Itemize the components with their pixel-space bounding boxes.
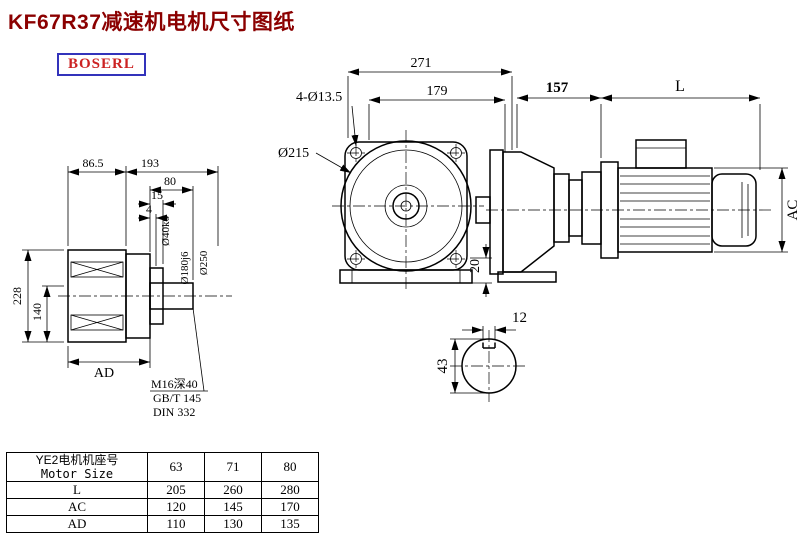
table-row-L: L 205 260 280 [6, 481, 319, 499]
table-cell: 205 [147, 481, 205, 499]
label-pilot-diameter: Ø215 [278, 146, 309, 161]
label-standard-gbt: GB/T 145 [153, 391, 201, 405]
row-label-L: L [6, 481, 148, 499]
table-header-row: YE2电机机座号 Motor Size 63 71 80 [6, 452, 319, 482]
motor-size-table: YE2电机机座号 Motor Size 63 71 80 L 205 260 2… [6, 452, 319, 533]
dim-86-5: 86.5 [83, 156, 104, 170]
dim-4: 4 [146, 202, 152, 216]
technical-drawing: 86.5 193 80 15 4 228 140 AD Ø40k6 Ø180j6… [10, 56, 800, 419]
dim-271: 271 [411, 56, 432, 71]
dim-80: 80 [164, 174, 176, 188]
table-cell: 170 [261, 498, 319, 516]
brand-logo: BOSERL [57, 53, 146, 76]
label-thread: M16深40 [151, 377, 198, 391]
front-view: 271 179 4-Ø13.5 Ø215 20 [278, 56, 513, 297]
dim-228: 228 [10, 287, 24, 305]
label-standard-din: DIN 332 [153, 405, 195, 419]
dim-20: 20 [468, 259, 483, 273]
table-row-AC: AC 120 145 170 [6, 498, 319, 516]
gearbox-foot [497, 271, 557, 283]
dim-140: 140 [30, 303, 44, 321]
label-bolt-holes: 4-Ø13.5 [296, 90, 342, 105]
table-cell: 130 [204, 515, 262, 533]
label-spigot-diameter: Ø180j6 [179, 251, 191, 285]
dim-L: L [675, 78, 685, 95]
table-cell-size-63: 63 [147, 452, 205, 482]
shaft-section-view: 12 43 [435, 310, 528, 402]
table-cell: 110 [147, 515, 205, 533]
table-cell: 260 [204, 481, 262, 499]
right-side-view: 157 L AC [475, 78, 800, 283]
table-cell-size-80: 80 [261, 452, 319, 482]
dim-15: 15 [151, 188, 163, 202]
dim-179: 179 [427, 84, 448, 99]
left-side-view: 86.5 193 80 15 4 228 140 AD Ø40k6 Ø180j6… [10, 156, 232, 419]
table-row-AD: AD 110 130 135 [6, 515, 319, 533]
row-label-AD: AD [6, 515, 148, 533]
motor-size-label-en: Motor Size [40, 467, 114, 481]
table-cell: 145 [204, 498, 262, 516]
table-cell: 135 [261, 515, 319, 533]
label-flange-diameter: Ø250 [198, 250, 210, 275]
dim-157: 157 [546, 80, 569, 96]
table-cell-size-71: 71 [204, 452, 262, 482]
bolt-holes [347, 144, 465, 268]
table-cell: 280 [261, 481, 319, 499]
gearbox-flange [489, 149, 504, 275]
table-cell: 120 [147, 498, 205, 516]
motor-fins [620, 175, 710, 245]
row-label-AC: AC [6, 498, 148, 516]
motor-size-label-cn: YE2电机机座号 [35, 453, 119, 467]
table-header-label: YE2电机机座号 Motor Size [6, 452, 148, 482]
label-shaft-diameter: Ø40k6 [160, 216, 172, 246]
adapter-lantern [581, 171, 602, 245]
dim-193: 193 [141, 156, 159, 170]
dim-AC: AC [785, 200, 800, 221]
terminal-box [635, 139, 687, 169]
gearbox-housing [502, 151, 555, 273]
dim-43: 43 [435, 359, 451, 374]
page-title: KF67R37减速机电机尺寸图纸 [8, 11, 295, 34]
dim-AD: AD [94, 366, 114, 381]
dim-12: 12 [512, 310, 527, 326]
